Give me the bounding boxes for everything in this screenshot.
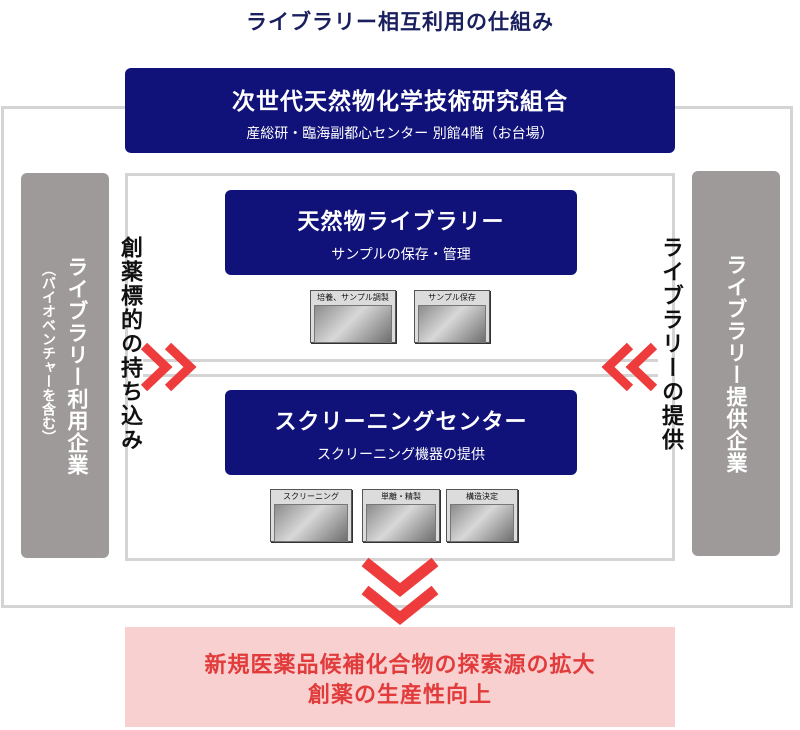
connector-bar [143,359,658,377]
purification-photo-icon [366,504,436,542]
screening-box: スクリーニングセンター スクリーニング機器の提供 [225,390,577,475]
photo-purification: 単離・精製 [362,489,440,542]
left-chevron-arrow-icon [601,342,658,392]
library-provision-label: ライブラリーの提供 [658,236,683,452]
screening-photo-icon [274,504,348,542]
outcome-line-2: 創薬の生産性向上 [307,683,492,708]
photo-label: サンプル保存 [428,293,476,302]
screening-name: スクリーニングセンター [274,410,528,435]
organization-box: 次世代天然物化学技術研究組合 産総研・臨海副都心センター 別館4階（お台場） [125,68,675,153]
provider-companies-label: ライブラリー提供企業 [724,253,748,474]
culture-photo-icon [314,305,392,343]
provider-companies-panel: ライブラリー提供企業 [692,171,780,556]
diagram-title: ライブラリー相互利用の仕組み [246,10,554,34]
photo-screening: スクリーニング [270,489,352,542]
photo-label: スクリーニング [283,492,339,501]
photo-label: 単離・精製 [381,492,421,501]
library-box: 天然物ライブラリー サンプルの保存・管理 [225,190,577,275]
organization-location: 産総研・臨海副都心センター 別館4階（お台場） [246,126,554,142]
photo-structure: 構造決定 [446,489,518,542]
screening-desc: スクリーニング機器の提供 [317,447,485,463]
library-desc: サンプルの保存・管理 [331,247,471,263]
photo-storage: サンプル保存 [414,290,490,343]
outcome-line-1: 新規医薬品候補化合物の探索源の拡大 [204,653,596,678]
structure-photo-icon [450,504,514,542]
photo-label: 培養、サンプル調製 [317,293,389,302]
user-companies-label: ライブラリー利用企業 [65,255,89,476]
photo-culture: 培養、サンプル調製 [310,290,396,343]
down-chevron-arrow-icon [361,557,439,626]
organization-name: 次世代天然物化学技術研究組合 [232,89,568,115]
target-inflow-label: 創薬標的の持ち込み [117,236,142,452]
user-companies-panel: ライブラリー利用企業 （バイオベンチャーを含む） [21,173,109,558]
storage-photo-icon [418,305,486,343]
library-name: 天然物ライブラリー [297,210,505,235]
outcome-box: 新規医薬品候補化合物の探索源の拡大 創薬の生産性向上 [125,627,675,727]
photo-label: 構造決定 [466,492,498,501]
right-chevron-arrow-icon [140,342,197,392]
user-companies-note: （バイオベンチャーを含む） [40,261,56,444]
